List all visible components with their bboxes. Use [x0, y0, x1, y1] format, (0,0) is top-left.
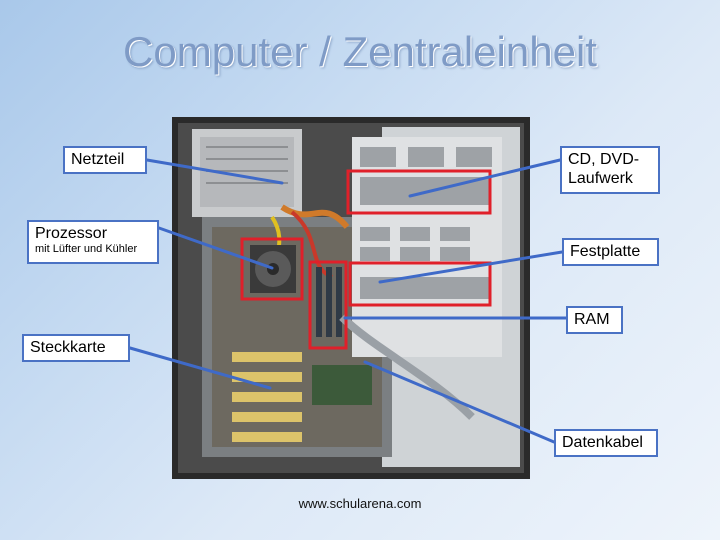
- label-steckkarte: Steckkarte: [22, 334, 130, 362]
- label-festplatte: Festplatte: [562, 238, 659, 266]
- source-url: www.schularena.com: [298, 496, 422, 511]
- label-datenkabel: Datenkabel: [554, 429, 658, 457]
- slide-title: Computer / Zentraleinheit: [123, 28, 597, 75]
- highlight-ram: [308, 260, 348, 350]
- label-netzteil: Netzteil: [63, 146, 147, 174]
- label-ram: RAM: [566, 306, 623, 334]
- label-cd-dvd: CD, DVD- Laufwerk: [560, 146, 660, 194]
- computer-case-photo: [172, 117, 530, 479]
- label-prozessor: Prozessor mit Lüfter und Kühler: [27, 220, 159, 264]
